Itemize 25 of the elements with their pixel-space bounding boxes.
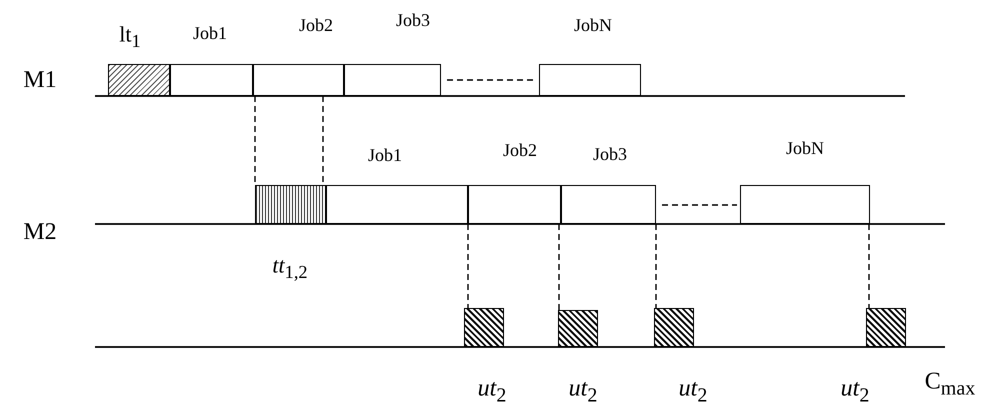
dashed-line xyxy=(467,224,469,308)
job-label: Job2 xyxy=(299,16,333,34)
job-label: JobN xyxy=(786,139,824,157)
time-label: tt$_{1,2}$ xyxy=(272,254,308,282)
time-label: ut$_{2}$ xyxy=(840,376,870,406)
dashed-line xyxy=(254,96,256,185)
machine-label: M2 xyxy=(23,220,57,244)
dashed-line xyxy=(662,204,737,206)
job-label: Job1 xyxy=(368,146,402,164)
dashed-line xyxy=(655,224,657,308)
time-label: ut$_{2}$ xyxy=(568,376,598,406)
job-label: Job1 xyxy=(193,24,227,42)
time-label: C$_{max}$ xyxy=(924,370,976,398)
time-label: ut$_{2}$ xyxy=(478,376,506,406)
time-label: ut$_{2}$ xyxy=(678,376,708,406)
job-label: Job2 xyxy=(503,141,537,159)
dashed-line xyxy=(322,96,324,185)
job-label: JobN xyxy=(574,16,612,34)
dashed-line xyxy=(868,224,870,308)
dashed-line xyxy=(558,224,560,310)
time-label: lt$_{1}$ xyxy=(119,24,141,50)
dashed-line xyxy=(447,79,536,81)
machine-label: M1 xyxy=(23,68,57,92)
job-label: Job3 xyxy=(593,145,627,163)
job-label: Job3 xyxy=(396,11,430,29)
